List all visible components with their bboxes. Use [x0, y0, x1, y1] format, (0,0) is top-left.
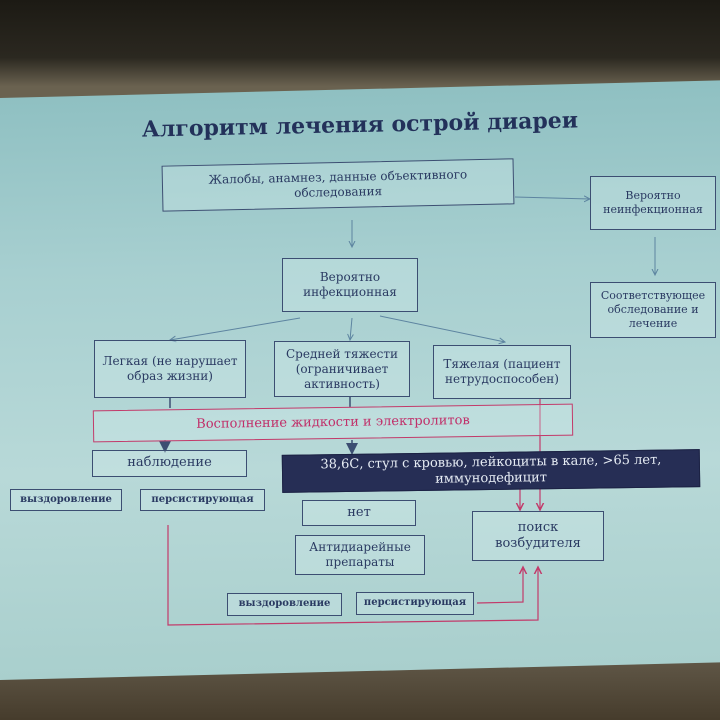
arrow-complaints-to-noninfectious — [514, 197, 590, 199]
node-severe: Тяжелая (пациент нетрудоспособен) — [433, 345, 571, 399]
node-pathogen-search: поиск возбудителя — [472, 511, 604, 561]
node-observation: наблюдение — [92, 450, 247, 477]
node-no: нет — [302, 500, 416, 526]
node-mild: Легкая (не нарушает образ жизни) — [94, 340, 246, 398]
arrow-to-moderate — [350, 317, 352, 340]
node-moderate: Средней тяжести (ограничивает активность… — [274, 341, 410, 397]
node-non-infectious: Вероятно неинфекционная — [590, 176, 716, 230]
node-infectious: Вероятно инфекционная — [282, 258, 418, 312]
arrow-to-mild — [170, 317, 301, 340]
node-appropriate-exam: Соответствующее обследование и лечение — [590, 282, 716, 338]
arrow-to-severe — [379, 315, 505, 342]
node-recovery-2: выздоровление — [227, 593, 342, 616]
arrow-persistent2-to-search — [476, 567, 523, 604]
node-antidiarrheal: Антидиарейные препараты — [295, 535, 425, 575]
node-recovery-1: выздоровление — [10, 489, 122, 511]
node-persistent-1: персистирующая — [140, 489, 265, 511]
node-persistent-2: персистирующая — [356, 592, 474, 615]
node-rehydration: Восполнение жидкости и электролитов — [92, 403, 574, 443]
node-complaints: Жалобы, анамнез, данные объективного обс… — [161, 158, 515, 212]
arrow-persistent1-to-search — [167, 525, 538, 626]
node-criteria: 38,6С, стул с кровью, лейкоциты в кале, … — [281, 449, 701, 493]
